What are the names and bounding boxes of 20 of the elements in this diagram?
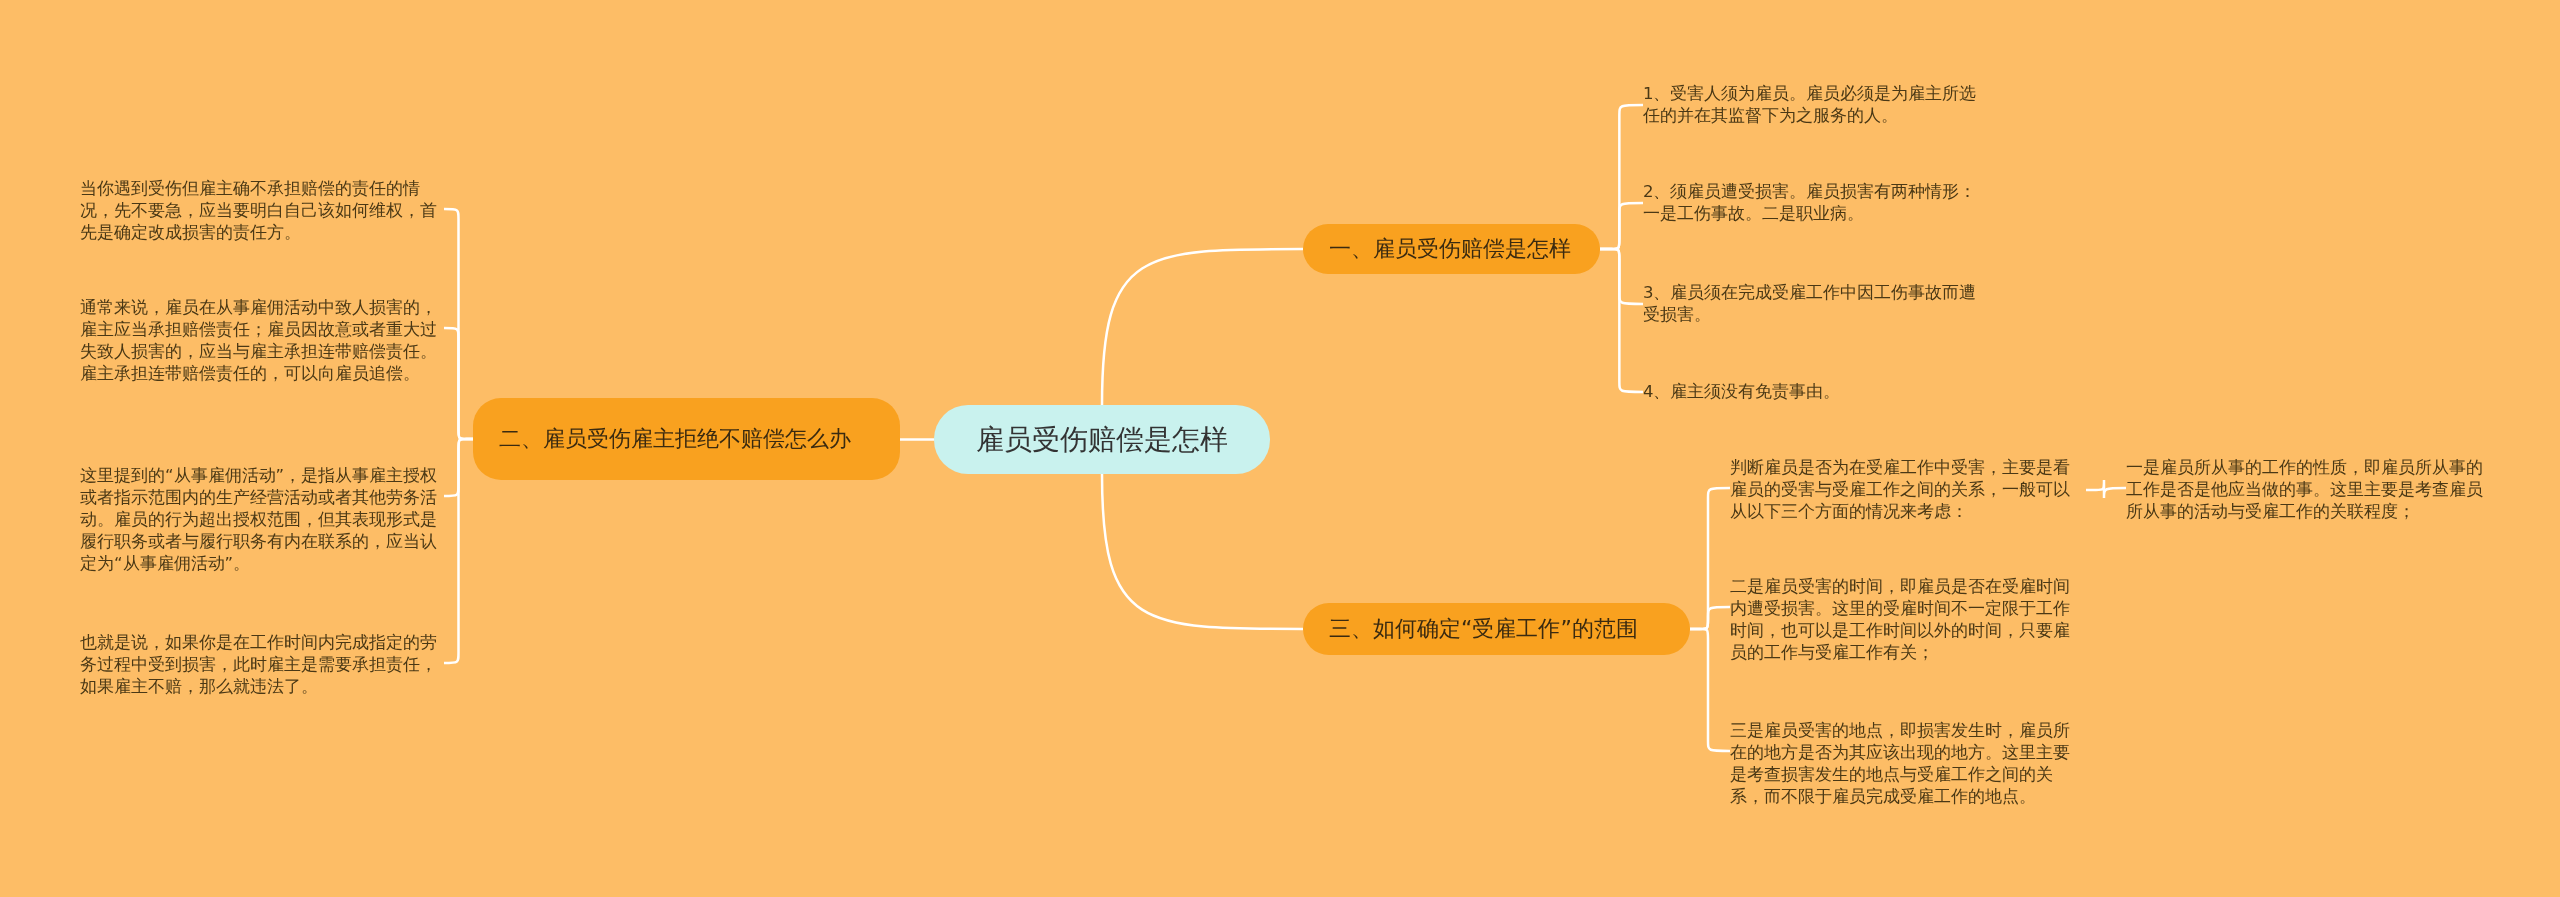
note-text: 当你遇到受伤但雇主确不承担赔偿的责任的情况，先不要急，应当要明白自己该如何维权，首先是确定改成损害的责任方。 — [80, 178, 444, 244]
topic-box: 一、雇员受伤赔偿是怎样 — [1303, 224, 1600, 274]
note-text: 一是雇员所从事的工作的性质，即雇员所从事的工作是否是他应当做的事。这里主要是考查雇员所从事的活动与受雇工作的关联程度； — [2126, 457, 2486, 523]
connector-line — [2086, 478, 2126, 500]
note-text: 通常来说，雇员在从事雇佣活动中致人损害的，雇主应当承担赔偿责任；雇员因故意或者重大过失致人损害的，应当与雇主承担连带赔偿责任。雇主承担连带赔偿责任的，可以向雇员追偿。 — [80, 297, 444, 385]
connector-line — [1100, 473, 1303, 631]
note-text: 3、雇员须在完成受雇工作中因工伤事故而遭受损害。 — [1643, 282, 1993, 326]
note-text: 这里提到的“从事雇佣活动”，是指从事雇主授权或者指示范围内的生产经营活动或者其他劳务活动。雇员的行为超出授权范围，但其表现形式是履行职务或者与履行职务有内在联系的，应当认定为“从事雇佣活动”。 — [80, 465, 444, 575]
central-topic: 雇员受伤赔偿是怎样 — [934, 405, 1270, 474]
topic-box: 二、雇员受伤雇主拒绝不赔偿怎么办 — [473, 398, 900, 480]
connector-line — [900, 438, 934, 441]
connector-line — [1100, 247, 1303, 406]
topic-box: 三、如何确定“受雇工作”的范围 — [1303, 603, 1690, 655]
note-text: 二是雇员受害的时间，即雇员是否在受雇时间内遭受损害。这里的受雇时间不一定限于工作时间，也可以是工作时间以外的时间，只要雇员的工作与受雇工作有关； — [1730, 576, 2086, 664]
note-text: 4、雇主须没有免责事由。 — [1643, 381, 1993, 403]
note-text: 2、须雇员遭受损害。雇员损害有两种情形：一是工伤事故。二是职业病。 — [1643, 181, 1993, 225]
note-text: 三是雇员受害的地点，即损害发生时，雇员所在的地方是否为其应该出现的地方。这里主要是考查损害发生的地点与受雇工作之间的关系，而不限于雇员完成受雇工作的地点。 — [1730, 720, 2086, 808]
note-text: 1、受害人须为雇员。雇员必须是为雇主所选任的并在其监督下为之服务的人。 — [1643, 83, 1993, 127]
note-text: 也就是说，如果你是在工作时间内完成指定的劳务过程中受到损害，此时雇主是需要承担责任，如果雇主不赔，那么就违法了。 — [80, 632, 444, 698]
note-text: 判断雇员是否为在受雇工作中受害，主要是看雇员的受害与受雇工作之间的关系，一般可以从以下三个方面的情况来考虑： — [1730, 457, 2086, 523]
